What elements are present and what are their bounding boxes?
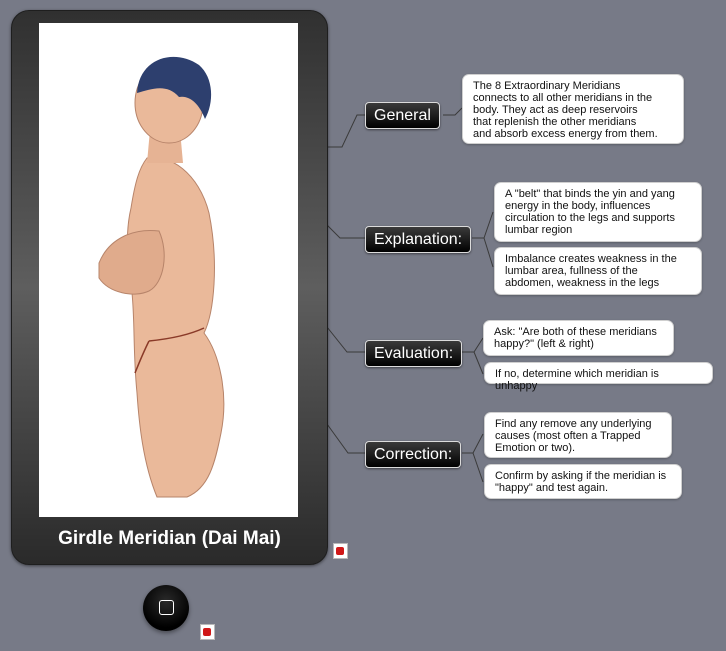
note-icon[interactable]: [200, 624, 215, 640]
note-explanation-2: Imbalance creates weakness in the lumbar…: [494, 247, 702, 295]
hair-shape: [137, 56, 212, 119]
girdle-line: [134, 327, 205, 374]
home-button[interactable]: [143, 585, 189, 631]
human-profile-figure: [98, 56, 225, 498]
note-general: The 8 Extraordinary Meridians connects t…: [462, 74, 684, 144]
note-icon[interactable]: [333, 543, 348, 559]
note-evaluation-1: Ask: "Are both of these meridians happy?…: [483, 320, 674, 356]
home-square-icon: [159, 600, 174, 615]
note-correction-2: Confirm by asking if the meridian is "ha…: [484, 464, 682, 499]
body-illustration: [39, 23, 298, 517]
topic-correction[interactable]: Correction:: [365, 441, 462, 468]
topic-explanation[interactable]: Explanation:: [365, 226, 472, 253]
torso-shape: [126, 156, 225, 498]
card-title: Girdle Meridian (Dai Mai): [58, 528, 281, 549]
note-explanation-1: A "belt" that binds the yin and yang ene…: [494, 182, 702, 242]
note-correction-1: Find any remove any underlying causes (m…: [484, 412, 672, 458]
note-evaluation-2: If no, determine which meridian is unhap…: [484, 362, 713, 392]
arm-shape: [98, 229, 165, 295]
topic-general[interactable]: General: [365, 102, 440, 129]
meridian-card: Girdle Meridian (Dai Mai): [11, 10, 328, 565]
topic-evaluation[interactable]: Evaluation:: [365, 340, 463, 367]
